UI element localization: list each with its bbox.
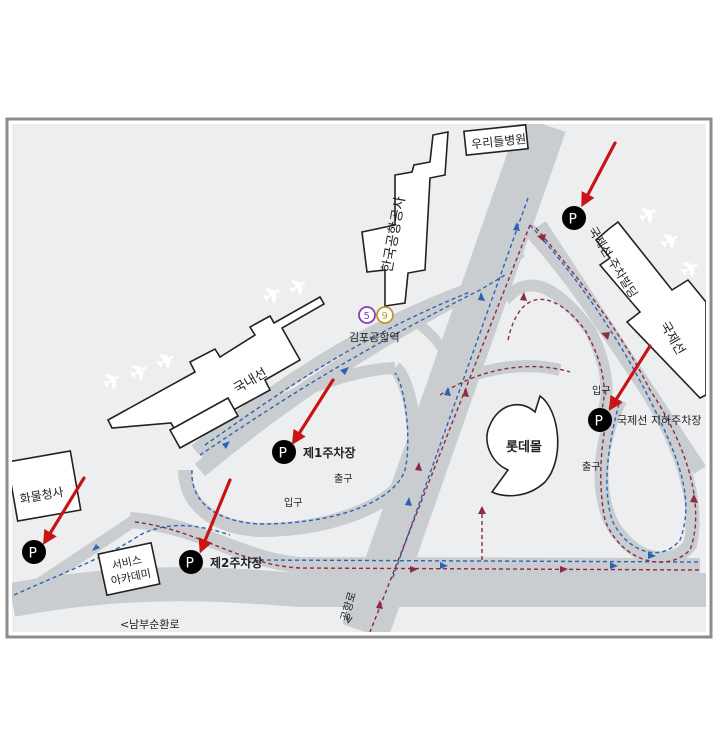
road-lower-link	[129, 512, 701, 574]
metro-line5-icon	[358, 306, 376, 324]
woorideul-hospital-building	[463, 124, 529, 157]
arrow-icon	[291, 378, 335, 445]
red-route-lines	[134, 224, 701, 632]
exit-label-intl: 출구	[582, 461, 600, 473]
service-academy-building	[97, 541, 161, 597]
blue-arrowhead	[92, 544, 100, 551]
blue-arrowhead	[478, 292, 485, 301]
parking-icon	[562, 206, 586, 230]
arrow-icon	[42, 476, 86, 545]
parking-icon	[22, 540, 46, 564]
red-arrowhead	[376, 600, 383, 609]
road-east-inner	[500, 279, 613, 423]
arrow-icon	[608, 344, 652, 411]
parking-icon	[588, 408, 612, 432]
blue-route-east	[529, 224, 687, 554]
red-arrowhead	[520, 292, 527, 301]
exit-label-p1: 출구	[334, 473, 352, 485]
service-academy-label-line1: 서비스	[111, 553, 143, 572]
red-arrowhead	[462, 388, 469, 397]
blue-route-terminal-upper	[204, 291, 471, 446]
blue-arrowhead	[222, 441, 230, 449]
red-route-airport-road	[369, 224, 531, 632]
gimpo-station-label: 김포공항역	[349, 331, 400, 344]
metro-line9-icon	[376, 306, 394, 324]
red-arrowhead	[560, 566, 568, 573]
road-nambusunhwan-label: 남부순환로	[129, 618, 180, 631]
domestic-terminal-wing	[168, 396, 240, 450]
road-loop-west	[178, 362, 422, 537]
red-route-east-loop	[535, 227, 697, 563]
red-arrowhead	[537, 234, 546, 242]
parking-symbol: P	[569, 212, 577, 228]
red-arrowhead	[478, 506, 486, 514]
blue-route-airport-road	[391, 197, 529, 581]
red-arrowhead	[415, 462, 422, 471]
road-nambusunhwan	[12, 567, 706, 617]
blue-arrowhead	[440, 562, 448, 569]
red-arrowhead	[601, 332, 610, 340]
arrow-icon	[198, 478, 232, 554]
entrance-label-p1: 입구	[284, 496, 302, 509]
parking-symbol: P	[595, 414, 603, 430]
lotte-mall-building	[486, 394, 559, 497]
road-airport-chevron-icon: <	[341, 614, 356, 626]
cargo-office-building	[12, 449, 82, 523]
road-nambusunhwan-chevron-icon: <	[120, 618, 129, 631]
parking-symbol: P	[29, 546, 37, 562]
korea-airports-corp-building	[361, 131, 449, 307]
intl-underground-parking-label: 국제선 지하주차장	[617, 413, 701, 427]
parking-icon	[179, 550, 203, 574]
red-route-east-inner	[507, 298, 605, 416]
lotte-mall-label: 롯데몰	[506, 440, 542, 455]
blue-route-south	[259, 559, 701, 563]
red-arrowhead	[690, 494, 698, 503]
blue-route-lines	[13, 197, 701, 596]
blue-route-loop	[191, 372, 409, 525]
red-arrowhead	[410, 566, 418, 573]
intl-terminal-building	[594, 220, 706, 399]
parking-1-label: 제1주차장	[303, 445, 356, 460]
road-nw-link	[416, 321, 465, 383]
blue-arrowhead	[513, 222, 520, 231]
parking-symbol: P	[186, 556, 194, 572]
parking-symbol: P	[279, 446, 287, 462]
red-route-middle	[439, 365, 571, 396]
blue-arrowhead	[444, 387, 451, 396]
road-mid-link	[426, 360, 562, 401]
parking-markers: P P P P P	[22, 206, 612, 574]
blue-arrowhead	[340, 367, 349, 375]
buildings	[12, 124, 706, 597]
arrow-icon	[581, 141, 617, 208]
blue-arrowhead	[610, 562, 618, 569]
metro-line5-number: 5	[364, 311, 370, 322]
road-sw-diagonal	[12, 515, 139, 607]
red-guide-arrows	[42, 141, 652, 554]
red-route-south	[134, 521, 701, 571]
entrance-label-intl: 입구	[592, 384, 610, 397]
woorideul-hospital-label: 우리들병원	[471, 132, 527, 152]
route-arrowheads	[92, 222, 698, 609]
blue-arrowhead	[405, 497, 412, 506]
metro-line9-number: 9	[382, 311, 388, 322]
parking-icon	[272, 440, 296, 464]
blue-arrowhead	[648, 552, 656, 559]
parking-2-label: 제2주차장	[210, 555, 263, 570]
road-ramp-right	[534, 221, 706, 474]
